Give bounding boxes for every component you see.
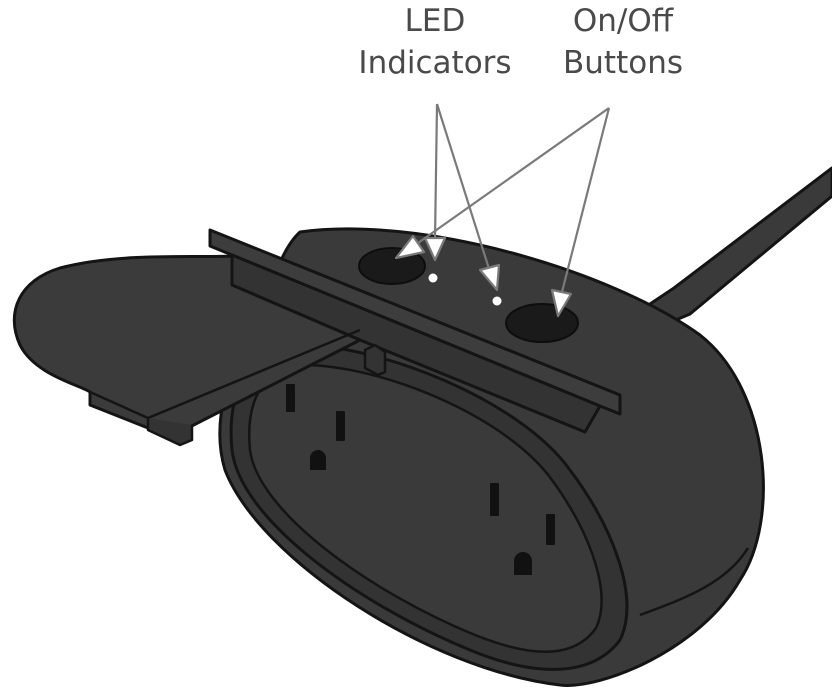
led-label-line2: Indicators xyxy=(358,45,512,81)
led-indicators-label: LED Indicators xyxy=(350,0,520,84)
on-off-button-left[interactable] xyxy=(358,247,426,285)
callout-arrows xyxy=(394,103,611,318)
onoff-label-line2: Buttons xyxy=(563,45,683,81)
hinged-lid xyxy=(12,228,622,447)
led-label-line1: LED xyxy=(404,3,466,39)
receptacle-left xyxy=(286,384,345,470)
led-arrow-line-right xyxy=(435,103,492,273)
led-indicator-right xyxy=(492,296,502,306)
led-arrow-line-left xyxy=(433,103,439,241)
power-cord xyxy=(636,166,832,332)
led-arrowhead-left xyxy=(423,236,447,262)
led-indicator-left xyxy=(428,273,438,283)
on-off-button-right[interactable] xyxy=(505,303,579,343)
button-arrowhead-right xyxy=(550,288,573,318)
receptacle-right xyxy=(490,483,555,575)
onoff-label-line1: On/Off xyxy=(572,3,674,39)
button-arrow-line-left xyxy=(417,107,610,244)
on-off-buttons-label: On/Off Buttons xyxy=(553,0,693,84)
led-arrowhead-right xyxy=(478,263,501,292)
button-arrow-line-right xyxy=(560,107,611,293)
button-arrowhead-left xyxy=(394,234,426,260)
